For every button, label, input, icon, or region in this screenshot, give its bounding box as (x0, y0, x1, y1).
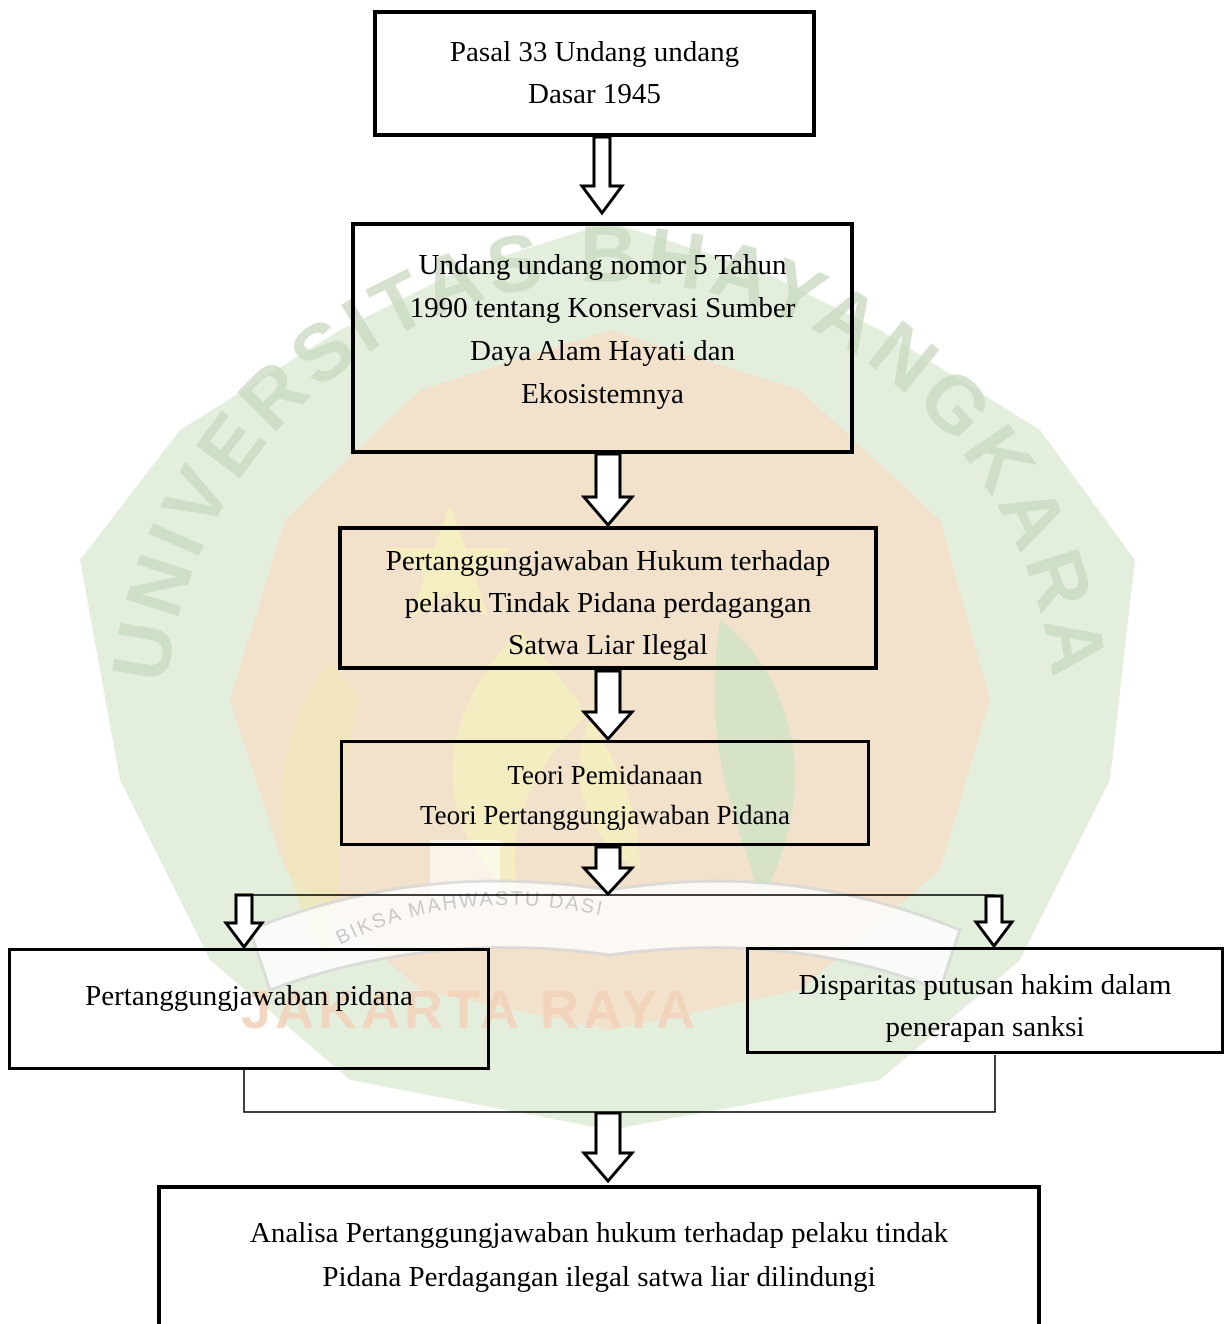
arrow-teori-to-branch (580, 845, 636, 897)
watermark-flame (452, 630, 640, 900)
node-pertanggungjawaban-hukum: Pertanggungjawaban Hukum terhadap pelaku… (338, 526, 878, 670)
node-pasal-33-text: Pasal 33 Undang undang Dasar 1945 (449, 36, 740, 110)
watermark-star (388, 505, 512, 618)
node-teori-text: Teori Pemidanaan Teori Pertanggungjawaba… (420, 760, 790, 830)
arrow-uu5-to-pertanggung (580, 452, 636, 528)
node-analisa-text: Analisa Pertanggungjawaban hukum terhada… (249, 1217, 949, 1293)
watermark-wheat (281, 660, 360, 960)
node-pertanggungjawaban-pidana: Pertanggungjawaban pidana (8, 948, 490, 1070)
arrow-merge-to-analisa (580, 1111, 636, 1184)
watermark-leaves (714, 620, 795, 900)
watermark-ribbon (248, 879, 962, 992)
node-pasal-33: Pasal 33 Undang undang Dasar 1945 (373, 10, 816, 137)
node-analisa: Analisa Pertanggungjawaban hukum terhada… (157, 1185, 1041, 1324)
node-uu-nomor-5: Undang undang nomor 5 Tahun 1990 tentang… (351, 222, 854, 454)
arrow-branch-to-disparitas (973, 894, 1015, 949)
node-pertanggungjawaban-hukum-text: Pertanggungjawaban Hukum terhadap pelaku… (385, 545, 831, 661)
node-disparitas-putusan: Disparitas putusan hakim dalam penerapan… (746, 947, 1224, 1054)
arrow-pasal33-to-uu5 (579, 135, 625, 216)
arrow-branch-to-pidana (223, 893, 265, 950)
merge-line (243, 1055, 996, 1113)
arrow-pertanggung-to-teori (580, 669, 636, 742)
node-teori: Teori Pemidanaan Teori Pertanggungjawaba… (340, 740, 870, 846)
watermark-bottom-text: JAKARTA RAYA (241, 980, 699, 1040)
node-disparitas-putusan-text: Disparitas putusan hakim dalam penerapan… (798, 969, 1172, 1043)
node-pertanggungjawaban-pidana-text: Pertanggungjawaban pidana (85, 980, 413, 1012)
node-uu-nomor-5-text: Undang undang nomor 5 Tahun 1990 tentang… (409, 249, 796, 410)
